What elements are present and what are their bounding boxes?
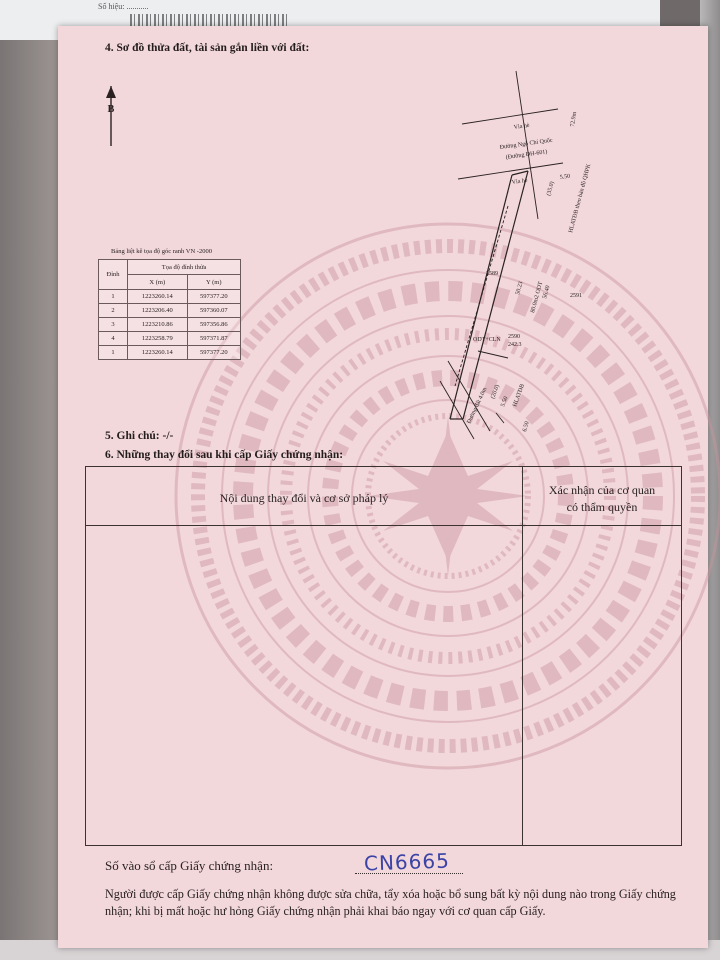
sidewalk-label-2: Vỉa hè [511, 178, 528, 186]
road-code-label: (Đường ĐH-601) [505, 148, 547, 161]
top-dim-label: 72.9m [570, 111, 578, 127]
footer-note: Người được cấp Giấy chứng nhận không đượ… [105, 887, 676, 918]
coordinate-table-caption: Bảng liệt kê tọa độ góc ranh VN -2000 [111, 248, 212, 255]
coordinate-table: Đỉnh Tọa độ đỉnh thửa X (m) Y (m) 1 1223… [98, 259, 242, 360]
setback-line [454, 205, 509, 387]
table-row: 1 1223260.14 597377.20 [98, 289, 242, 304]
sidewalk-label-1: Vỉa hè [513, 123, 530, 131]
sidewalk-line-2 [457, 162, 564, 180]
dim-label-3: 5.50 [500, 396, 509, 408]
header-group: Tọa độ đỉnh thửa [127, 259, 241, 275]
hlatdb-2-label: HLATĐB [512, 383, 526, 407]
section-5-title: 5. Ghi chú: -/- [105, 430, 174, 442]
x-cell: 1223260.14 [127, 345, 188, 360]
y-cell: 597371.87 [186, 331, 242, 346]
area-2-label: 242.3 [508, 342, 522, 348]
registry-dotted-line [355, 873, 463, 874]
section-6-title: 6. Những thay đổi sau khi cấp Giấy chứng… [105, 449, 344, 461]
y-cell: 597360.07 [186, 303, 242, 318]
dim-label-2: (20.0) [489, 384, 501, 400]
bronze-drum-watermark [174, 222, 720, 770]
registry-number-handwritten: CN6665 [363, 848, 451, 876]
parcel-right-edge [462, 170, 529, 420]
y-cell: 597377.20 [186, 345, 242, 360]
x-cell: 1223210.86 [127, 317, 188, 332]
section-4-title: 4. Sơ đồ thửa đất, tài sản gắn liền với … [105, 42, 310, 54]
authority-confirmation-header: Xác nhận của cơ quan có thẩm quyền [523, 482, 681, 516]
x-cell: 1223260.14 [127, 289, 188, 304]
vertex-cell: 4 [98, 331, 128, 346]
dim-label-4: 6.50 [522, 421, 531, 433]
header-x: X (m) [127, 274, 188, 290]
dim-label-550: 5.50 [559, 174, 570, 181]
table-row: 2 1223206.40 597360.07 [98, 303, 242, 318]
y-cell: 597356.86 [186, 317, 242, 332]
earth-road-edge-1 [447, 360, 491, 432]
vertex-cell: 2 [98, 303, 128, 318]
dim-label-5023: 50.23 [515, 281, 524, 296]
land-use-label: ODT+CLN [473, 337, 501, 343]
earth-road-edge-2 [439, 380, 475, 440]
x-cell: 1223258.79 [127, 331, 188, 346]
vertex-cell: 1 [98, 289, 128, 304]
vertex-cell: 3 [98, 317, 128, 332]
parcel-2590-label: 2590 [508, 334, 520, 340]
background-surface [0, 40, 58, 960]
parcel-left-edge [449, 174, 513, 420]
vertex-cell: 1 [98, 345, 128, 360]
changes-content-header: Nội dung thay đổi và cơ sở pháp lý [219, 491, 389, 505]
x-cell: 1223206.40 [127, 303, 188, 318]
dim-label-350: (35.0) [545, 181, 556, 197]
table-row: 3 1223210.86 597356.86 [98, 317, 242, 332]
registry-label: Số vào sổ cấp Giấy chứng nhận: [105, 858, 274, 873]
dim-tick [495, 412, 505, 424]
earth-road-label: Đường đất 4.0m [465, 386, 488, 425]
authority-header-line-2: có thẩm quyền [566, 500, 638, 514]
hlatdb-label: HLATĐB theo bản đồ QHPK [567, 162, 592, 233]
north-label: B [108, 104, 115, 115]
parcel-2591-label: 2591 [570, 293, 582, 299]
header-vertex: Đỉnh [98, 259, 128, 290]
odt-pointer [477, 350, 509, 359]
parcel-sketch-map: Vỉa hè Đường Ngô Chí Quốc (Đường ĐH-601)… [439, 70, 592, 440]
table-divider-horizontal [86, 525, 681, 526]
north-arrow-icon: B [106, 86, 116, 146]
header-y: Y (m) [186, 274, 242, 290]
underlying-document-text: Số hiệu: ........... [98, 2, 149, 11]
certificate-page: 4. Sơ đồ thửa đất, tài sản gắn liền với … [58, 26, 720, 948]
parcel-2589-label: 2589 [486, 271, 498, 277]
parcel-front-edge [511, 170, 529, 176]
dim-label-5640: 56.40 [542, 285, 551, 300]
changes-table: Nội dung thay đổi và cơ sở pháp lý Xác n… [85, 466, 682, 846]
y-cell: 597377.20 [186, 289, 242, 304]
table-divider-vertical [522, 467, 523, 845]
table-row: 1 1223260.14 597377.20 [98, 345, 242, 360]
authority-header-line-1: Xác nhận của cơ quan [548, 483, 656, 497]
table-row: 4 1223258.79 597371.87 [98, 331, 242, 346]
sidewalk-line-1 [461, 108, 559, 125]
road-edge-right [515, 70, 539, 220]
